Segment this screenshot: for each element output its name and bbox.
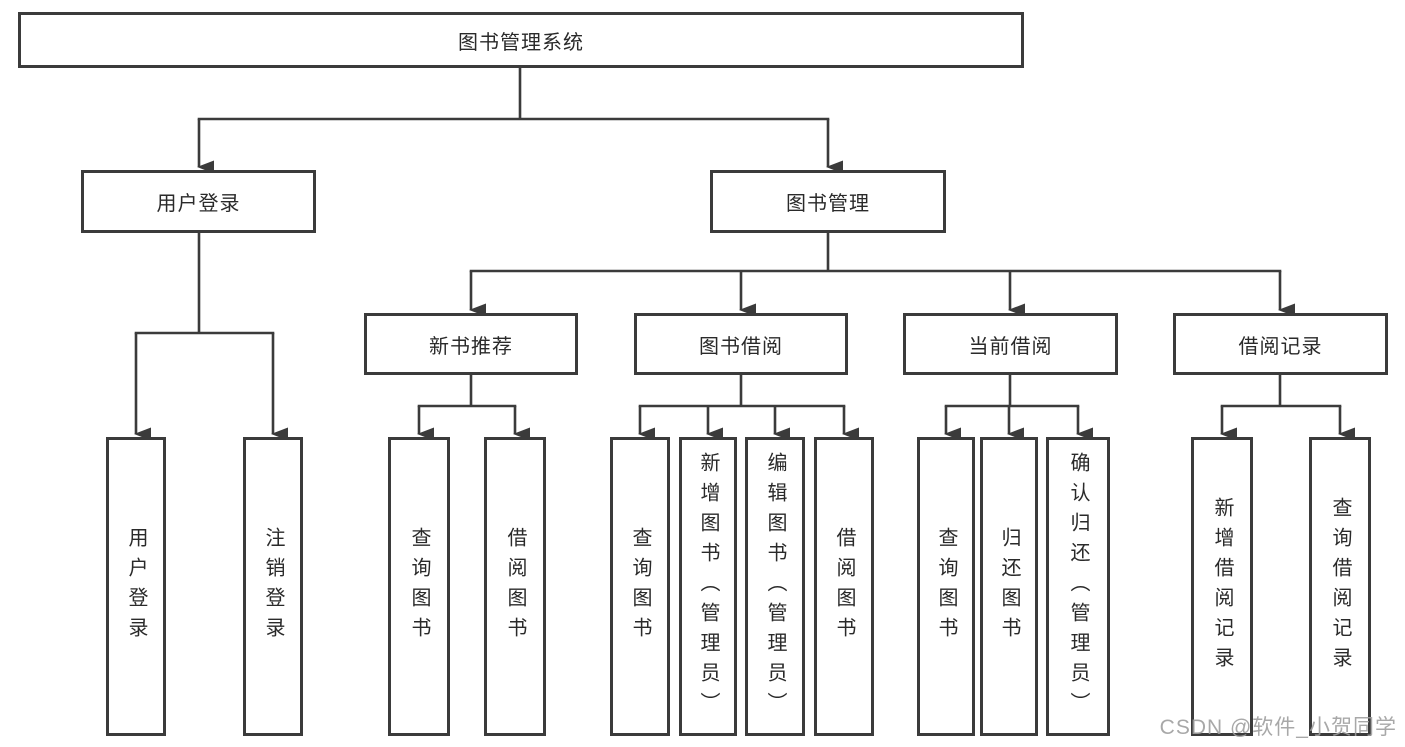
node-label: 归还图书 (998, 526, 1020, 647)
node-label: 查询借阅记录 (1329, 496, 1351, 677)
node-library-management-system: 图书管理系统 (18, 12, 1024, 68)
node-label: 注销登录 (262, 526, 284, 647)
node-label: 查询图书 (629, 526, 651, 647)
leaf-borrow-books-borrowing: 借阅图书 (814, 437, 874, 736)
node-label: 编辑图书（管理员） (764, 451, 786, 722)
node-label: 查询图书 (408, 526, 430, 647)
leaf-add-borrow-record: 新增借阅记录 (1191, 437, 1253, 736)
node-label: 用户登录 (125, 526, 147, 647)
node-label: 借阅记录 (1238, 335, 1323, 358)
leaf-edit-books-admin: 编辑图书（管理员） (745, 437, 805, 736)
leaf-query-books-current: 查询图书 (917, 437, 975, 736)
node-label: 当前借阅 (968, 335, 1053, 358)
node-label: 新增借阅记录 (1211, 496, 1233, 677)
leaf-query-borrow-record: 查询借阅记录 (1309, 437, 1371, 736)
node-borrowing-records: 借阅记录 (1173, 313, 1388, 375)
node-new-book-recommendation: 新书推荐 (364, 313, 578, 375)
leaf-user-login: 用户登录 (106, 437, 166, 736)
leaf-query-books-recommend: 查询图书 (388, 437, 450, 736)
node-label: 查询图书 (935, 526, 957, 647)
leaf-return-books: 归还图书 (980, 437, 1038, 736)
leaf-confirm-return-admin: 确认归还（管理员） (1046, 437, 1110, 736)
node-label: 确认归还（管理员） (1067, 451, 1089, 722)
node-label: 新书推荐 (429, 335, 513, 358)
csdn-watermark: CSDN @软件_小贺同学 (1159, 716, 1397, 739)
node-label: 新增图书（管理员） (697, 451, 719, 722)
node-label: 借阅图书 (504, 526, 526, 647)
node-label: 图书借阅 (699, 335, 783, 358)
node-book-borrowing: 图书借阅 (634, 313, 848, 375)
node-label: 图书管理系统 (458, 31, 584, 54)
node-user-login-group: 用户登录 (81, 170, 316, 233)
node-current-borrowing: 当前借阅 (903, 313, 1118, 375)
leaf-logout: 注销登录 (243, 437, 303, 736)
connector-arrows (134, 119, 1355, 441)
leaf-query-books-borrowing: 查询图书 (610, 437, 670, 736)
leaf-borrow-books-recommend: 借阅图书 (484, 437, 546, 736)
node-book-management: 图书管理 (710, 170, 946, 233)
node-label: 图书管理 (786, 193, 870, 215)
leaf-add-books-admin: 新增图书（管理员） (679, 437, 737, 736)
node-label: 借阅图书 (833, 526, 855, 647)
node-label: 用户登录 (156, 193, 241, 215)
